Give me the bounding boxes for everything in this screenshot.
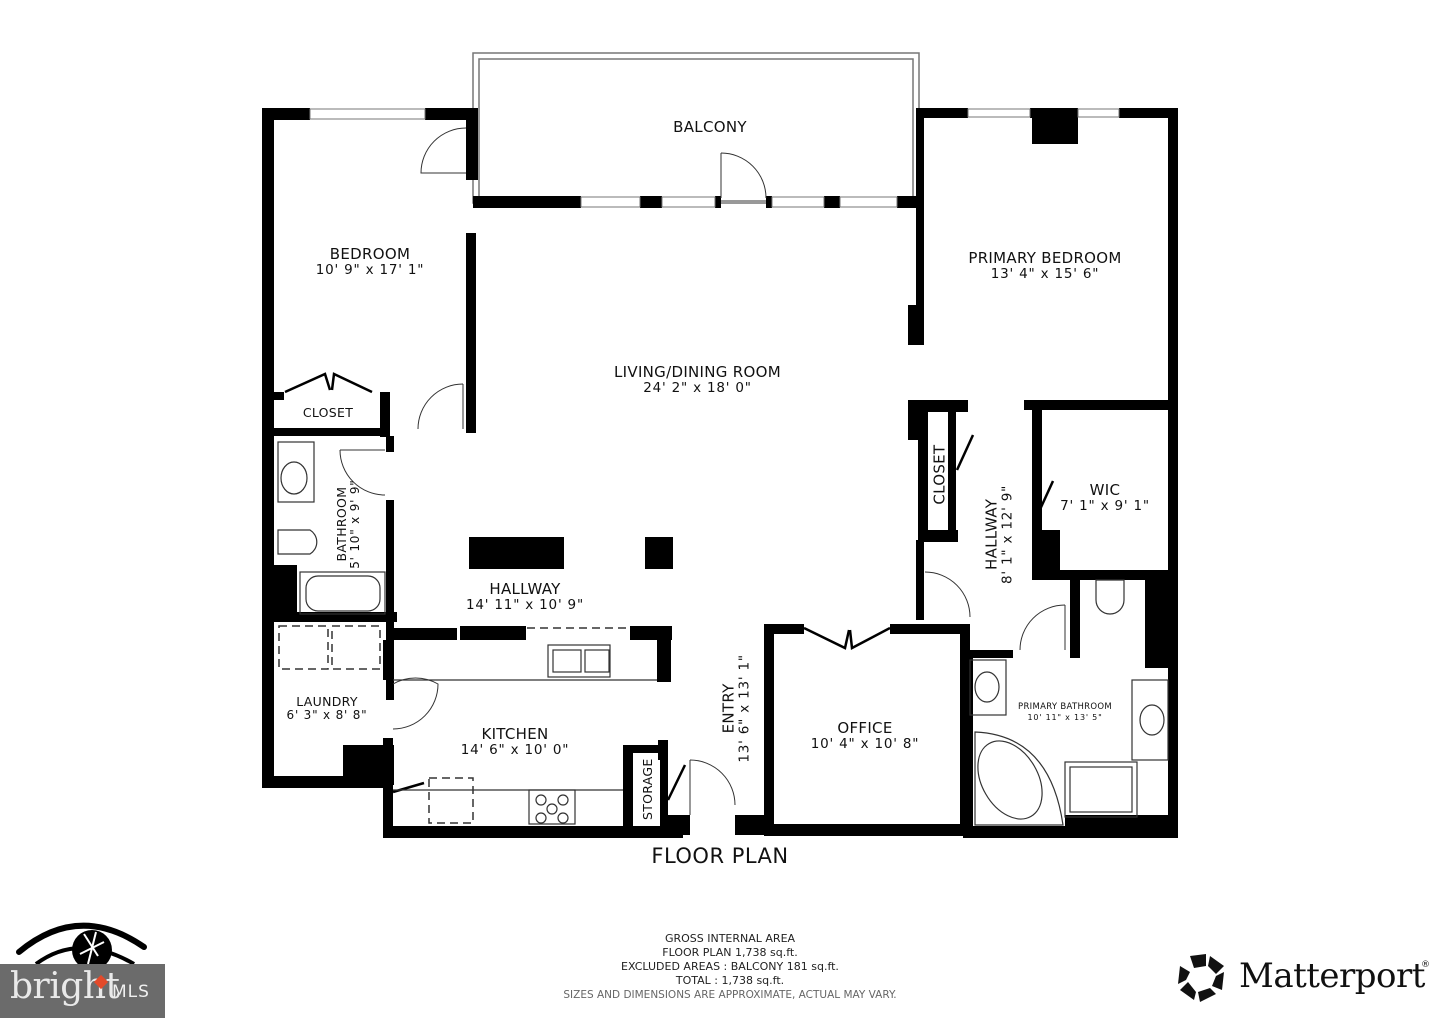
area-total: TOTAL : 1,738 sq.ft.	[675, 974, 785, 987]
room-label-hallway-right: HALLWAY 8' 1" x 12' 9"	[982, 484, 1016, 584]
room-label-closet-hall: CLOSET	[930, 444, 949, 505]
room-label-wic: WIC 7' 1" x 9' 1"	[1060, 481, 1150, 515]
room-label-laundry: LAUNDRY 6' 3" x 8' 8"	[286, 694, 368, 723]
room-label-closet-bedroom: CLOSET	[302, 405, 354, 420]
matterport-logo-icon	[1178, 954, 1224, 1002]
gross-internal-area: GROSS INTERNAL AREA FLOOR PLAN 1,738 sq.…	[540, 932, 920, 1002]
room-label-bathroom: BATHROOM 5' 10" x 9' 9"	[333, 479, 363, 569]
room-label-hallway-left: HALLWAY 14' 11" x 10' 9"	[466, 580, 584, 614]
walls	[262, 108, 1178, 838]
room-label-bedroom: BEDROOM 10' 9" x 17' 1"	[315, 245, 425, 279]
room-label-kitchen: KITCHEN 14' 6" x 10' 0"	[460, 725, 570, 759]
area-floor-plan: FLOOR PLAN 1,738 sq.ft.	[662, 946, 798, 959]
room-label-entry: ENTRY 13' 6" x 13' 1"	[719, 654, 753, 763]
room-label-balcony: BALCONY	[673, 118, 747, 136]
plan-title: FLOOR PLAN	[651, 844, 789, 868]
room-label-primary-bathroom: PRIMARY BATHROOM 10' 11" x 13' 5"	[1018, 702, 1112, 722]
room-label-storage: STORAGE	[639, 758, 655, 820]
room-label-primary-bedroom: PRIMARY BEDROOM 13' 4" x 15' 6"	[968, 249, 1122, 283]
area-excluded: EXCLUDED AREAS : BALCONY 181 sq.ft.	[621, 960, 839, 973]
eye-aperture-logo-icon	[16, 922, 147, 968]
area-disclaimer: SIZES AND DIMENSIONS ARE APPROXIMATE, AC…	[563, 989, 897, 1001]
matterport-logo: Matterport ®	[1176, 950, 1436, 1010]
area-heading: GROSS INTERNAL AREA	[664, 932, 796, 945]
room-label-living-dining: LIVING/DINING ROOM 24' 2" x 18' 0"	[614, 363, 781, 397]
room-label-office: OFFICE 10' 4" x 10' 8"	[810, 719, 920, 753]
bright-mls-logo: bright MLS	[0, 964, 165, 1018]
